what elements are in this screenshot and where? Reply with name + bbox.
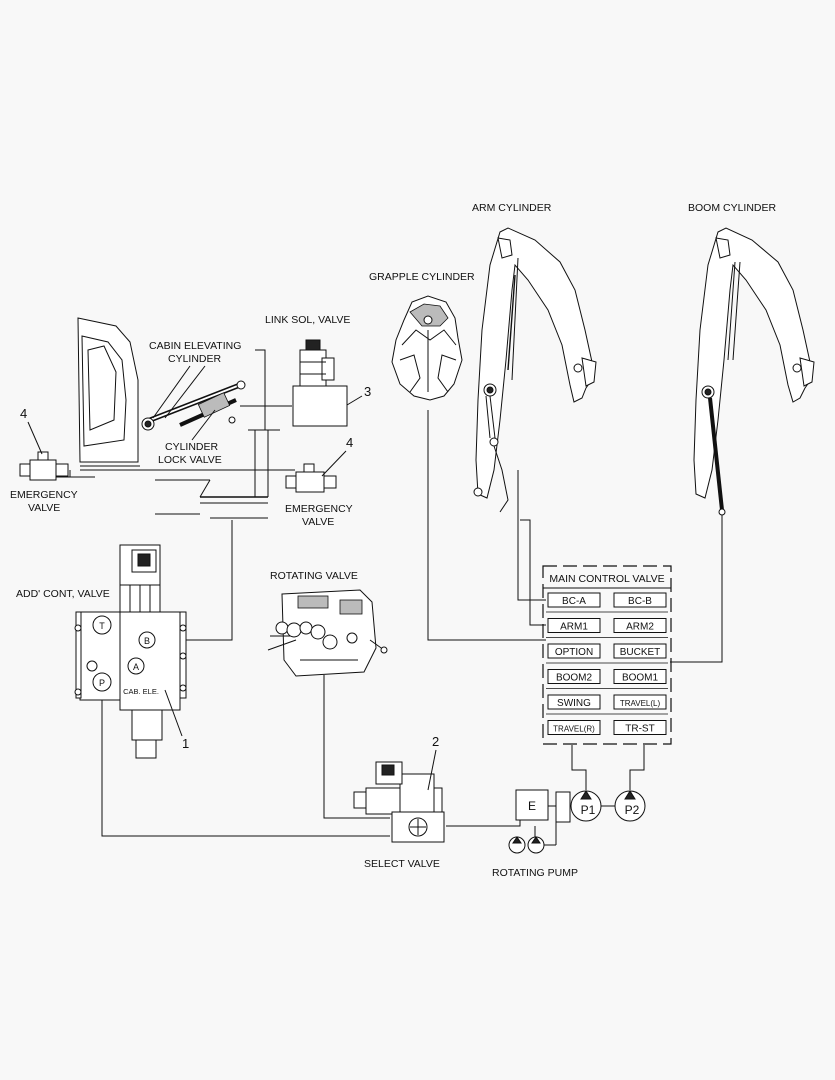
mcv-cell-label: TR-ST	[625, 724, 654, 735]
main-control-valve	[542, 565, 672, 745]
grapple-cylinder-label: GRAPPLE CYLINDER	[369, 271, 475, 283]
engine-label: E	[528, 799, 536, 813]
mcv-cell-label: BC-A	[562, 596, 586, 607]
add-cont-port-b: B	[144, 636, 150, 646]
mcv-cell	[613, 618, 667, 633]
arm-cylinder-assembly	[473, 227, 597, 513]
engine-box	[515, 789, 549, 821]
mcv-cell-label: SWING	[557, 698, 591, 709]
cabin-elevating-label-1: CABIN ELEVATING	[149, 340, 241, 352]
mcv-cell	[547, 694, 601, 710]
mcv-cell	[613, 643, 667, 659]
add-cont-plate: CAB. ELE.	[123, 687, 159, 696]
boom-cylinder-assembly	[693, 227, 815, 516]
mcv-cell	[613, 720, 667, 735]
callout-4-right: 4	[346, 435, 353, 450]
main-control-valve-label: MAIN CONTROL VALVE	[549, 573, 664, 585]
mcv-cell	[547, 643, 601, 659]
add-cont-port-t: T	[99, 621, 105, 631]
link-sol-valve-label: LINK SOL, VALVE	[265, 314, 350, 326]
add-cont-valve	[74, 544, 187, 759]
mcv-cell-label: BC-B	[628, 596, 652, 607]
rotating-valve	[267, 589, 388, 677]
boom-cylinder-label: BOOM CYLINDER	[688, 202, 777, 214]
mcv-cell	[613, 694, 667, 710]
emergency-valve-left-label-1: EMERGENCY	[10, 489, 78, 501]
emergency-valve-right	[285, 463, 337, 493]
mcv-cell	[613, 669, 667, 684]
callout-3: 3	[364, 384, 371, 399]
add-cont-port-p: P	[99, 678, 105, 688]
select-valve	[353, 761, 445, 843]
callout-1: 1	[182, 736, 189, 751]
mcv-cell-label: OPTION	[555, 647, 593, 658]
mcv-cell-label: TRAVEL(R)	[553, 725, 595, 734]
add-cont-valve-label: ADD' CONT, VALVE	[16, 588, 110, 600]
callout-4-left: 4	[20, 406, 27, 421]
mcv-cell-label: ARM2	[626, 622, 654, 633]
add-cont-port-a: A	[133, 662, 139, 672]
arm-cylinder-label: ARM CYLINDER	[472, 202, 552, 214]
mcv-cell	[547, 618, 601, 633]
select-valve-label: SELECT VALVE	[364, 858, 440, 870]
callout-2: 2	[432, 734, 439, 749]
cabin-assembly	[77, 317, 246, 463]
pump-p1-label: P1	[581, 803, 596, 817]
mcv-cell	[547, 669, 601, 684]
emergency-valve-right-label-2: VALVE	[302, 516, 334, 528]
pump-p2-label: P2	[625, 803, 640, 817]
rotating-valve-label: ROTATING VALVE	[270, 570, 358, 582]
mcv-cell	[547, 720, 601, 735]
mcv-cell-label: TRAVEL(L)	[620, 699, 661, 708]
emergency-valve-right-label-1: EMERGENCY	[285, 503, 353, 515]
mcv-cell-label: BUCKET	[620, 647, 661, 658]
cabin-elevating-label-2: CYLINDER	[168, 353, 222, 365]
emergency-valve-left-label-2: VALVE	[28, 502, 60, 514]
hydraulic-lines	[50, 349, 723, 838]
cylinder-lock-label-1: CYLINDER	[165, 441, 219, 453]
mcv-cell-label: BOOM2	[556, 673, 593, 684]
cylinder-lock-label-2: LOCK VALVE	[158, 454, 222, 466]
grapple-cylinder-assembly	[391, 295, 463, 401]
emergency-valve-left	[19, 451, 69, 481]
mcv-cell-label: BOOM1	[622, 673, 659, 684]
link-sol-valve	[292, 339, 348, 427]
pump-group	[508, 789, 646, 854]
mcv-cell	[613, 592, 667, 608]
mcv-cell	[547, 592, 601, 608]
mcv-cell-label: ARM1	[560, 622, 588, 633]
rotating-pump-label: ROTATING PUMP	[492, 867, 578, 879]
